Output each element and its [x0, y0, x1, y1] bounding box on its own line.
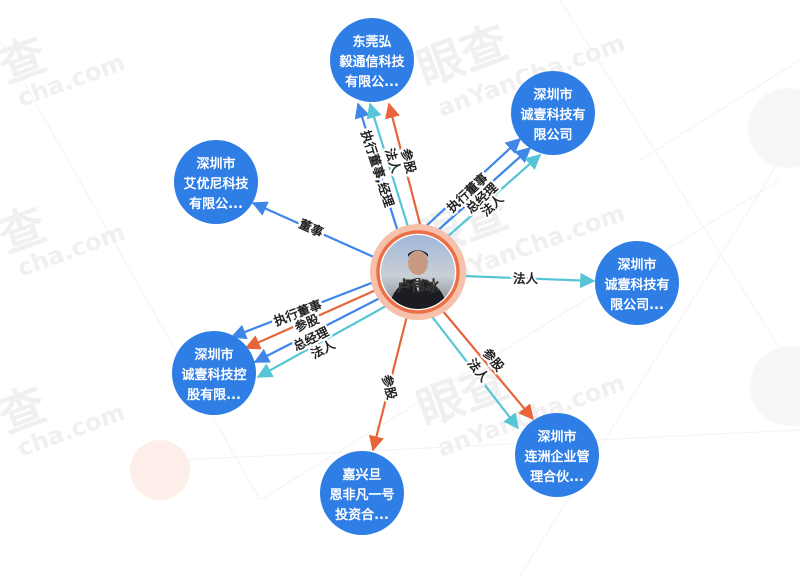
edge-group-n4[interactable] [463, 272, 596, 289]
edge-group-n1[interactable] [354, 102, 423, 233]
node-n5-line-2: 诚壹科技控 [181, 367, 246, 383]
edge-n1-shareholding[interactable] [385, 102, 423, 229]
node-n7-line-3: 理合伙... [530, 469, 584, 485]
company-node-n5[interactable]: 深圳市 诚壹科技控 股有限... [172, 331, 256, 415]
edge-n3-director[interactable] [251, 201, 377, 260]
edge-n2-general-manager[interactable] [435, 146, 532, 233]
node-n1-line-1: 东莞弘 [352, 34, 391, 50]
edge-group-n5[interactable] [230, 280, 387, 378]
edge-group-n6[interactable] [368, 315, 409, 452]
edge-n2-exec-director[interactable] [423, 137, 522, 229]
company-node-n6[interactable]: 嘉兴旦 恩非凡一号 投资合... [320, 451, 404, 535]
node-n2-line-1: 深圳市 [533, 87, 572, 103]
node-n4-line-3: 限公司... [610, 298, 664, 313]
company-node-n4[interactable]: 深圳市 诚壹科技有 限公司... [595, 241, 679, 325]
center-person-name: 卢伟冰 [397, 278, 440, 295]
decorative-circle [130, 440, 190, 500]
person-photo-avatar-icon [381, 235, 455, 309]
edge-label-n6-shareholding: 参股 [379, 373, 400, 401]
edge-group-n2[interactable] [423, 137, 542, 239]
node-n6-line-2: 恩非凡一号 [329, 487, 394, 503]
edge-label-n4-legal-rep: 法人 [513, 271, 539, 286]
edge-n5-general-manager[interactable] [253, 297, 381, 363]
node-n4-line-2: 诚壹科技有 [604, 277, 669, 293]
edge-n7-shareholding[interactable] [441, 309, 534, 421]
edge-group-n7[interactable] [429, 309, 534, 430]
node-n2-line-2: 诚壹科技有 [520, 107, 585, 123]
node-n5-line-3: 股有限... [187, 387, 241, 403]
edge-group-n3[interactable] [251, 201, 377, 260]
edge-n1-legal-rep[interactable] [366, 102, 411, 231]
edge-n4-legal-rep[interactable] [463, 272, 596, 289]
edge-n7-legal-rep[interactable] [429, 313, 519, 430]
edge-n5-shareholding[interactable] [244, 288, 377, 350]
node-n3-line-3: 有限公... [189, 196, 243, 212]
node-n7-line-1: 深圳市 [537, 429, 576, 445]
edge-n5-exec-director[interactable] [230, 280, 375, 340]
edge-n2-legal-rep[interactable] [445, 153, 542, 239]
node-n6-line-3: 投资合... [335, 507, 389, 523]
node-n3-line-2: 艾优尼科技 [183, 176, 249, 192]
company-node-n2[interactable]: 深圳市 诚壹科技有 限公司 [511, 71, 595, 155]
edge-n1-exec-director-manager[interactable] [354, 102, 400, 233]
edge-n5-legal-rep[interactable] [256, 305, 387, 378]
company-node-n1[interactable]: 东莞弘 毅通信科技 有限公... [330, 18, 414, 102]
node-n4-line-1: 深圳市 [617, 257, 656, 273]
node-n5-line-1: 深圳市 [194, 347, 233, 363]
node-n1-line-3: 有限公... [345, 74, 399, 90]
node-n3-line-1: 深圳市 [196, 156, 235, 172]
company-node-n3[interactable]: 深圳市 艾优尼科技 有限公... [174, 140, 258, 224]
node-n6-line-1: 嘉兴旦 [341, 467, 381, 483]
edge-label-n3-director: 董事 [297, 216, 326, 240]
edge-label-n1-shareholding: 参股 [398, 147, 419, 176]
edge-n6-shareholding[interactable] [368, 315, 409, 452]
center-person-node[interactable]: 卢伟冰 [370, 224, 466, 320]
company-node-n7[interactable]: 深圳市 连洲企业管 理合伙... [515, 413, 599, 497]
company-nodes: 东莞弘 毅通信科技 有限公... 深圳市 诚壹科技有 限公司 深圳市 艾优尼科技… [172, 18, 679, 535]
node-n2-line-3: 限公司 [533, 128, 572, 143]
edges [230, 102, 596, 452]
node-n7-line-2: 连洲企业管 [524, 449, 589, 465]
node-n1-line-2: 毅通信科技 [338, 54, 405, 70]
